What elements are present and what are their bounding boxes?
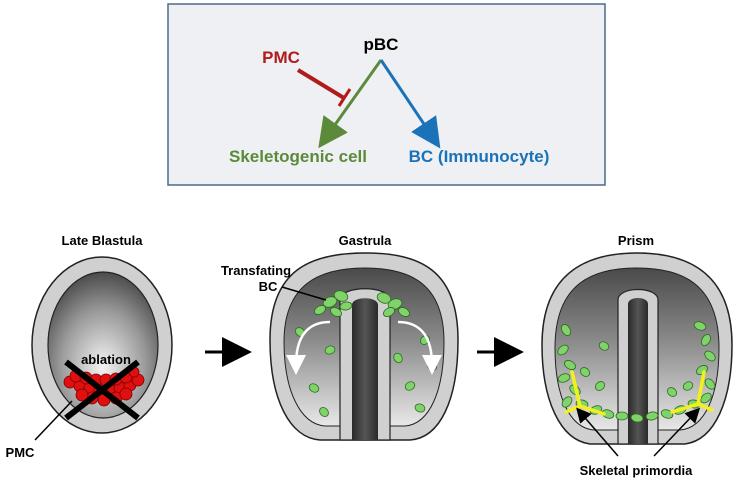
skeletogenic-arrow	[318, 59, 383, 149]
prism-title: Prism	[618, 233, 654, 248]
gastrula-title: Gastrula	[339, 233, 393, 248]
transfating-label-line2: BC	[259, 279, 278, 294]
bc-arrow	[379, 59, 441, 149]
inhibition-arrow-icon	[296, 68, 346, 100]
skeletal-primordia-spicules	[564, 370, 714, 416]
prism-embryo: Skeletal primordia	[541, 252, 733, 478]
scheme-box	[167, 3, 606, 186]
gastrula-embryo: Transfating BC	[221, 252, 459, 441]
bc-label: BC (Immunocyte)	[409, 147, 550, 166]
archenteron-lumen	[352, 298, 378, 440]
late-blastula-embryo: ablation PMC	[6, 256, 173, 460]
prism-gut-lumen	[628, 298, 648, 444]
inhibition-bar	[337, 88, 352, 107]
ablation-label: ablation	[81, 352, 131, 367]
x-cross-icon	[64, 359, 140, 421]
transfating-label-line1: Transfating	[221, 263, 291, 278]
late-blastula-title: Late Blastula	[62, 233, 144, 248]
skeletal-primordia-label: Skeletal primordia	[580, 463, 693, 478]
pmc-pointer-line	[34, 400, 73, 441]
pmc-inhibitor-label: PMC	[262, 48, 300, 67]
curved-arrow-icon	[397, 320, 442, 375]
primordia-pointer-left	[576, 407, 619, 457]
pmc-label: PMC	[6, 445, 36, 460]
lineage-scheme: pBC PMC Skeletogenic cell BC (Immunocyte…	[167, 3, 606, 186]
primordia-pointer-right	[653, 407, 701, 457]
curved-arrow-icon	[286, 320, 331, 375]
skeletogenic-label: Skeletogenic cell	[229, 147, 367, 166]
transfating-pointer-line	[281, 286, 327, 301]
pbc-label: pBC	[364, 35, 399, 54]
